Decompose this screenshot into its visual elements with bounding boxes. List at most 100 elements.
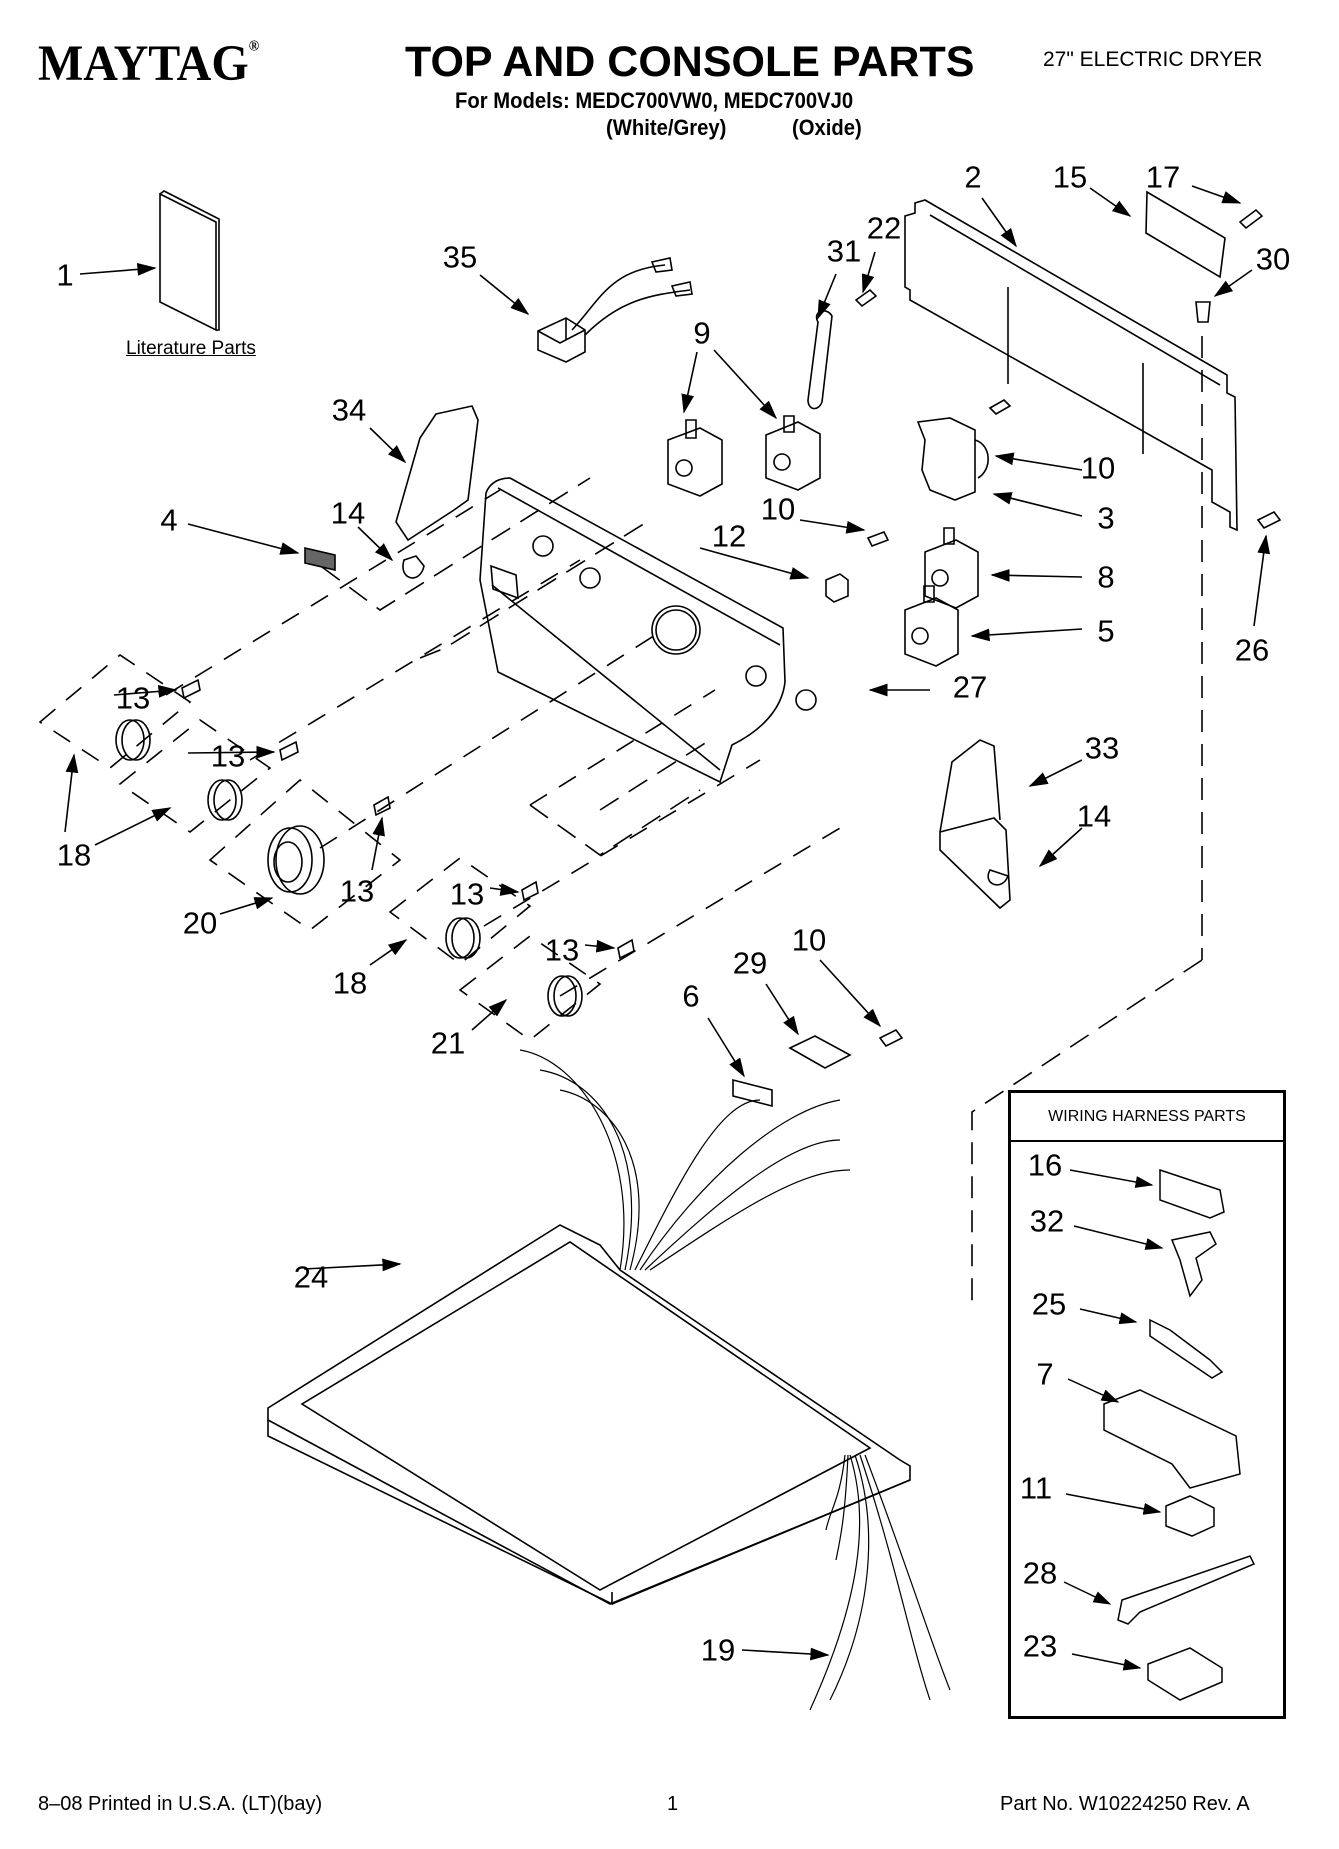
leader-5 xyxy=(970,628,1083,642)
leader-4 xyxy=(187,523,300,555)
wiring-harness-upper xyxy=(519,1049,851,1271)
screw-17 xyxy=(1238,208,1264,230)
leader-12 xyxy=(699,547,810,580)
end-cap-right xyxy=(939,739,1011,910)
model-color-2: (Oxide) xyxy=(792,115,862,140)
leader-32 xyxy=(1073,1225,1164,1250)
switch-part-9b xyxy=(765,415,821,491)
leader-20 xyxy=(219,897,274,915)
leader-29 xyxy=(765,983,799,1036)
leader-23 xyxy=(1071,1653,1142,1671)
callout-18: 18 xyxy=(332,965,368,1001)
callout-16: 16 xyxy=(1027,1147,1063,1183)
switch-part-9a xyxy=(667,419,723,497)
leader-18b xyxy=(369,939,408,966)
leader-22 xyxy=(861,251,876,294)
connector-6 xyxy=(732,1078,773,1108)
leader-13c xyxy=(371,816,385,871)
part-12 xyxy=(825,573,849,603)
leader-19 xyxy=(741,1647,830,1661)
leader-8 xyxy=(990,568,1083,582)
console-panel-27 xyxy=(479,477,817,784)
knob-20 xyxy=(267,825,325,895)
end-cap-left xyxy=(395,405,479,542)
part-23 xyxy=(1147,1647,1223,1701)
leader-15 xyxy=(1089,187,1132,217)
screw-30 xyxy=(1195,301,1211,323)
callout-23: 23 xyxy=(1022,1628,1058,1664)
timer-part-3 xyxy=(916,417,989,501)
models-line: For Models: MEDC700VW0, MEDC700VJ0 xyxy=(455,88,854,113)
leader-11 xyxy=(1065,1493,1162,1515)
callout-27: 27 xyxy=(952,669,988,705)
clip-14b xyxy=(987,869,1010,886)
callout-12: 12 xyxy=(711,518,747,554)
part-28 xyxy=(1117,1555,1256,1625)
leader-26 xyxy=(1253,534,1271,627)
part-16 xyxy=(1159,1168,1225,1219)
callout-9: 9 xyxy=(693,315,711,351)
callout-29: 29 xyxy=(732,945,768,981)
leader-10a xyxy=(994,452,1083,471)
console-rear-panel-part xyxy=(904,199,1238,532)
leader-24 xyxy=(303,1258,402,1272)
callout-5: 5 xyxy=(1097,613,1115,649)
clip-13b xyxy=(279,740,299,762)
callout-10: 10 xyxy=(760,491,796,527)
knob-group-dashed xyxy=(38,489,841,1042)
leader-13a xyxy=(113,685,178,698)
page-title: TOP AND CONSOLE PARTS xyxy=(405,38,975,86)
leader-16 xyxy=(1069,1169,1154,1188)
callout-24: 24 xyxy=(293,1259,329,1295)
callout-13: 13 xyxy=(544,932,580,968)
callout-8: 8 xyxy=(1097,559,1115,595)
callout-26: 26 xyxy=(1234,632,1270,668)
screw-10b xyxy=(866,530,890,548)
callout-10: 10 xyxy=(791,922,827,958)
part-29 xyxy=(788,1035,852,1069)
leader-2 xyxy=(981,197,1017,248)
callout-11: 11 xyxy=(1019,1470,1053,1506)
callout-30: 30 xyxy=(1255,241,1291,277)
part-7 xyxy=(1103,1389,1241,1489)
leader-10b xyxy=(799,519,866,534)
knob-18b xyxy=(207,779,243,821)
leader-35 xyxy=(479,274,530,316)
callout-35: 35 xyxy=(442,239,478,275)
leader-9b xyxy=(713,349,778,420)
part-32 xyxy=(1170,1231,1217,1298)
leader-18a-1 xyxy=(64,753,79,833)
callout-22: 22 xyxy=(866,210,902,246)
clip-13c xyxy=(373,795,391,817)
part-25 xyxy=(1149,1318,1224,1379)
callout-13: 13 xyxy=(339,873,375,909)
callout-32: 32 xyxy=(1029,1203,1065,1239)
leader-7 xyxy=(1067,1378,1120,1403)
callout-18: 18 xyxy=(56,837,92,873)
clip-13e xyxy=(617,938,635,960)
callout-10: 10 xyxy=(1080,450,1116,486)
page-number: 1 xyxy=(667,1793,679,1815)
callout-28: 28 xyxy=(1022,1555,1058,1591)
leader-28 xyxy=(1063,1581,1112,1605)
leader-14a xyxy=(357,526,394,562)
brand-name: MAYTAG xyxy=(38,35,249,92)
leader-31 xyxy=(817,273,837,320)
leader-9a xyxy=(681,351,698,414)
callout-25: 25 xyxy=(1031,1286,1067,1322)
callout-13: 13 xyxy=(210,738,246,774)
leader-14b xyxy=(1038,827,1083,868)
leader-25 xyxy=(1079,1308,1138,1325)
leader-3 xyxy=(992,492,1083,517)
callout-1: 1 xyxy=(56,257,74,293)
brand-logo: MAYTAG® xyxy=(38,35,259,93)
print-info: 8–08 Printed in U.S.A. (LT)(bay) xyxy=(38,1793,323,1815)
leader-18a-2 xyxy=(94,807,172,846)
callout-13: 13 xyxy=(115,680,151,716)
callout-3: 3 xyxy=(1097,500,1115,536)
callout-33: 33 xyxy=(1084,730,1120,766)
screw-10c xyxy=(878,1028,904,1048)
callout-14: 14 xyxy=(330,495,366,531)
wiring-harness-lower xyxy=(809,1454,951,1711)
